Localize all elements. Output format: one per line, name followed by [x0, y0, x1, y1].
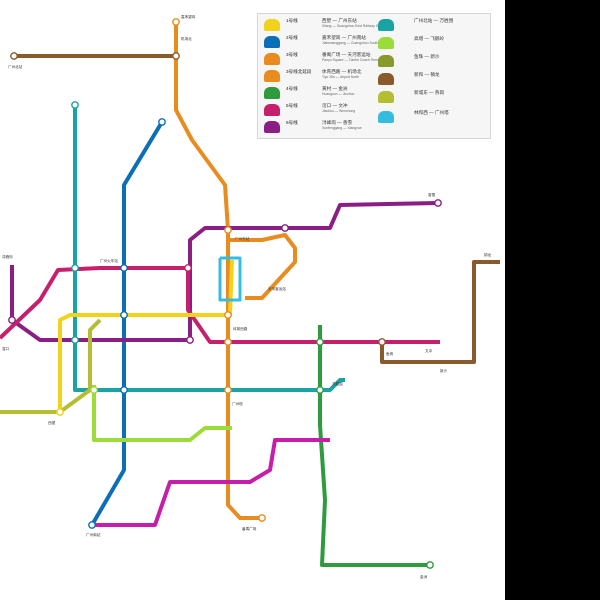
train-icon	[264, 70, 280, 82]
station-dot[interactable]	[379, 339, 385, 345]
station-label: 文冲	[425, 348, 433, 353]
station-label: 鱼珠	[386, 351, 394, 356]
legend-line-name: 5号线	[286, 103, 298, 109]
station-label: 镇龙	[484, 252, 492, 257]
legend-line-name: 1号线	[286, 18, 298, 24]
train-icon	[378, 73, 394, 85]
station-dot[interactable]	[225, 387, 231, 393]
station-dot[interactable]	[91, 387, 97, 393]
legend-route-en: Tiyu Xilu — Airport North	[322, 75, 359, 79]
train-icon	[378, 111, 394, 123]
station-dot[interactable]	[72, 102, 78, 108]
station-dot[interactable]	[187, 337, 193, 343]
train-icon	[378, 91, 394, 103]
station-label: 体育西路	[233, 326, 248, 331]
legend-route-en: Xilang — Guangzhou East Railway Station	[322, 24, 386, 28]
station-dot[interactable]	[121, 265, 127, 271]
train-icon	[264, 87, 280, 99]
station-dot[interactable]	[317, 339, 323, 345]
station-label: 广州北站	[8, 64, 23, 69]
line-2-track	[92, 122, 162, 525]
station-dot[interactable]	[282, 225, 288, 231]
legend-route: 广州北站 — 万胜围	[414, 18, 453, 24]
legend-route: 林和西 — 广州塔	[414, 110, 449, 116]
station-label: 西塱	[48, 420, 56, 425]
legend-line-name: 6号线	[286, 120, 298, 126]
train-icon	[264, 121, 280, 133]
station-dot[interactable]	[427, 562, 433, 568]
black-side-strip	[505, 0, 600, 600]
line-9-track	[94, 385, 232, 440]
station-dot[interactable]	[259, 515, 265, 521]
legend-route: 高增 — 飞鹅岭	[414, 36, 444, 42]
legend-route: 新和 — 镇龙	[414, 72, 440, 78]
station-dot[interactable]	[9, 317, 15, 323]
train-icon	[378, 37, 394, 49]
station-dot[interactable]	[225, 339, 231, 345]
station-label: 广州塔	[232, 401, 243, 406]
station-dot[interactable]	[11, 53, 17, 59]
station-dot[interactable]	[173, 19, 179, 25]
station-dot[interactable]	[72, 265, 78, 271]
legend-route-en: Huangcun — Jinzhou	[322, 92, 354, 96]
legend-route-en: Xunfenggang — Xiangxue	[322, 126, 362, 130]
station-label: 嘉禾望岗	[181, 14, 196, 19]
station-label: 万胜围	[332, 381, 343, 386]
station-label: 新沙	[440, 368, 448, 373]
line-13-track	[0, 320, 100, 412]
station-label: 广州南站	[86, 532, 101, 537]
station-label: 番禺广场	[242, 526, 257, 531]
legend-line-name: 3号线	[286, 52, 298, 58]
legend-line-name: 3号线北延段	[286, 69, 312, 75]
station-label: 金洲	[420, 574, 428, 579]
line-14-east-track	[382, 262, 500, 362]
station-label: 广州东站	[235, 236, 250, 241]
station-dot[interactable]	[159, 119, 165, 125]
legend-route-en: Panyu Square — Tianhe Coach Terminal	[322, 58, 383, 62]
line-3-north-track	[176, 22, 228, 230]
station-dot[interactable]	[89, 522, 95, 528]
legend-line-name: 4号线	[286, 86, 298, 92]
station-dot[interactable]	[225, 312, 231, 318]
line-14-track	[14, 22, 176, 56]
station-label: 广州火车站	[100, 258, 118, 263]
train-icon	[264, 19, 280, 31]
station-label: 浔峰岗	[2, 254, 13, 259]
legend-route-en: Jiaokou — Wenchong	[322, 109, 355, 113]
train-icon	[264, 36, 280, 48]
station-dot[interactable]	[225, 227, 231, 233]
station-dot[interactable]	[57, 409, 63, 415]
station-dot[interactable]	[317, 387, 323, 393]
station-label: 天河客运站	[268, 286, 286, 291]
train-icon	[378, 55, 394, 67]
station-label: 香雪	[428, 192, 436, 197]
legend-route: 新城东 — 燕岗	[414, 90, 444, 96]
station-dot[interactable]	[72, 337, 78, 343]
line-south-loop-track	[92, 440, 330, 525]
station-label: 滘口	[2, 346, 10, 351]
station-dot[interactable]	[121, 387, 127, 393]
train-icon	[378, 19, 394, 31]
train-icon	[264, 104, 280, 116]
line-legend: 1号线 西塱 — 广州东站 Xilang — Guangzhou East Ra…	[257, 13, 491, 139]
train-icon	[264, 53, 280, 65]
line-8-track	[75, 105, 345, 390]
station-dot[interactable]	[435, 200, 441, 206]
station-dot[interactable]	[121, 312, 127, 318]
station-label: 机场北	[181, 36, 192, 41]
legend-route: 鱼珠 — 新沙	[414, 54, 440, 60]
station-dot[interactable]	[173, 53, 179, 59]
station-dot[interactable]	[185, 265, 191, 271]
legend-line-name: 2号线	[286, 35, 298, 41]
